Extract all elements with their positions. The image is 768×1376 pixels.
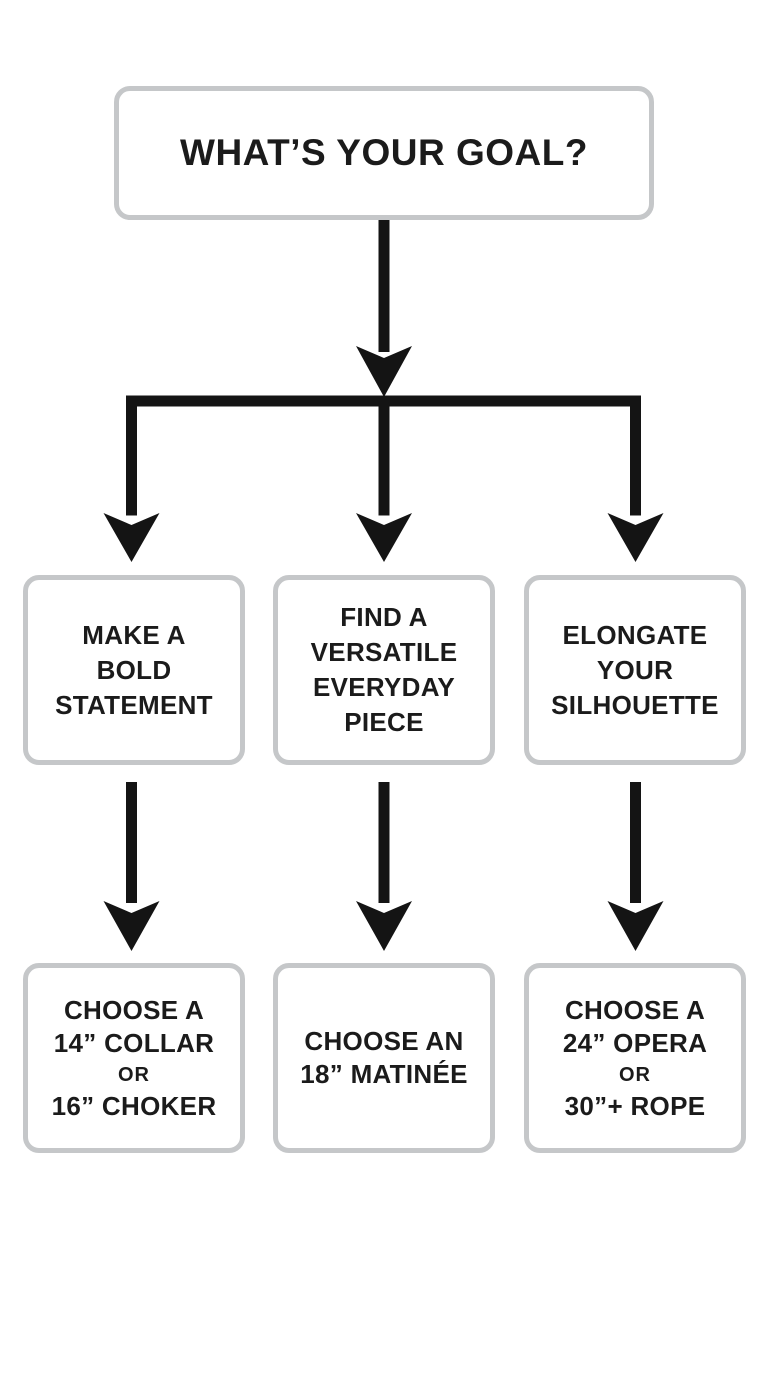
node-line: FIND A bbox=[340, 602, 428, 632]
node-elongate-silhouette: ELONGATE YOUR SILHOUETTE bbox=[524, 575, 746, 765]
branch-middle-arrow-head-icon bbox=[356, 513, 412, 562]
right-result-arrow-head-icon bbox=[607, 901, 664, 951]
node-goal: WHAT’S YOUR GOAL? bbox=[114, 86, 654, 220]
branch-left-arrow-head-icon bbox=[103, 513, 160, 562]
node-goal-label: WHAT’S YOUR GOAL? bbox=[180, 132, 588, 173]
node-matinee: CHOOSE AN 18” MATINÉE bbox=[273, 963, 495, 1153]
branch-middle-stem bbox=[378, 395, 390, 516]
node-bold-statement: MAKE A BOLD STATEMENT bbox=[23, 575, 245, 765]
node-line: VERSATILE bbox=[310, 637, 458, 667]
node-line: CHOOSE A bbox=[564, 994, 706, 1025]
middle-result-arrow-head-icon bbox=[356, 901, 412, 951]
goal-arrow-head-icon bbox=[356, 346, 412, 397]
middle-result-arrow-stem bbox=[378, 782, 390, 903]
right-result-arrow-stem bbox=[630, 782, 641, 903]
node-line: STATEMENT bbox=[55, 689, 213, 720]
node-line: 14” COLLAR bbox=[53, 1027, 215, 1058]
node-collar-choker: CHOOSE A 14” COLLAR OR 16” CHOKER bbox=[23, 963, 245, 1153]
node-or-line: OR bbox=[118, 1063, 150, 1086]
node-line: MAKE A bbox=[82, 619, 186, 650]
branch-right-arrow-head-icon bbox=[607, 513, 664, 562]
node-line: 30”+ ROPE bbox=[564, 1090, 706, 1121]
node-versatile-piece: FIND A VERSATILE EVERYDAY PIECE bbox=[273, 575, 495, 765]
branch-left-stem bbox=[126, 395, 137, 516]
node-line: EVERYDAY bbox=[312, 672, 456, 702]
left-result-arrow-head-icon bbox=[103, 901, 160, 951]
branch-right-stem bbox=[630, 395, 641, 516]
goal-arrow-stem bbox=[378, 220, 390, 352]
node-line: CHOOSE A bbox=[63, 994, 205, 1025]
node-line: 16” CHOKER bbox=[51, 1090, 217, 1121]
node-line: 18” MATINÉE bbox=[300, 1059, 468, 1089]
left-result-arrow-stem bbox=[126, 782, 137, 903]
node-opera-rope: CHOOSE A 24” OPERA OR 30”+ ROPE bbox=[524, 963, 746, 1153]
node-line: YOUR bbox=[596, 654, 674, 685]
node-line: PIECE bbox=[344, 707, 424, 737]
node-line: CHOOSE AN bbox=[304, 1026, 464, 1056]
node-line: SILHOUETTE bbox=[551, 689, 719, 720]
node-line: 24” OPERA bbox=[562, 1027, 708, 1058]
node-line: ELONGATE bbox=[562, 619, 708, 650]
node-or-line: OR bbox=[619, 1063, 651, 1086]
node-line: BOLD bbox=[96, 654, 172, 685]
